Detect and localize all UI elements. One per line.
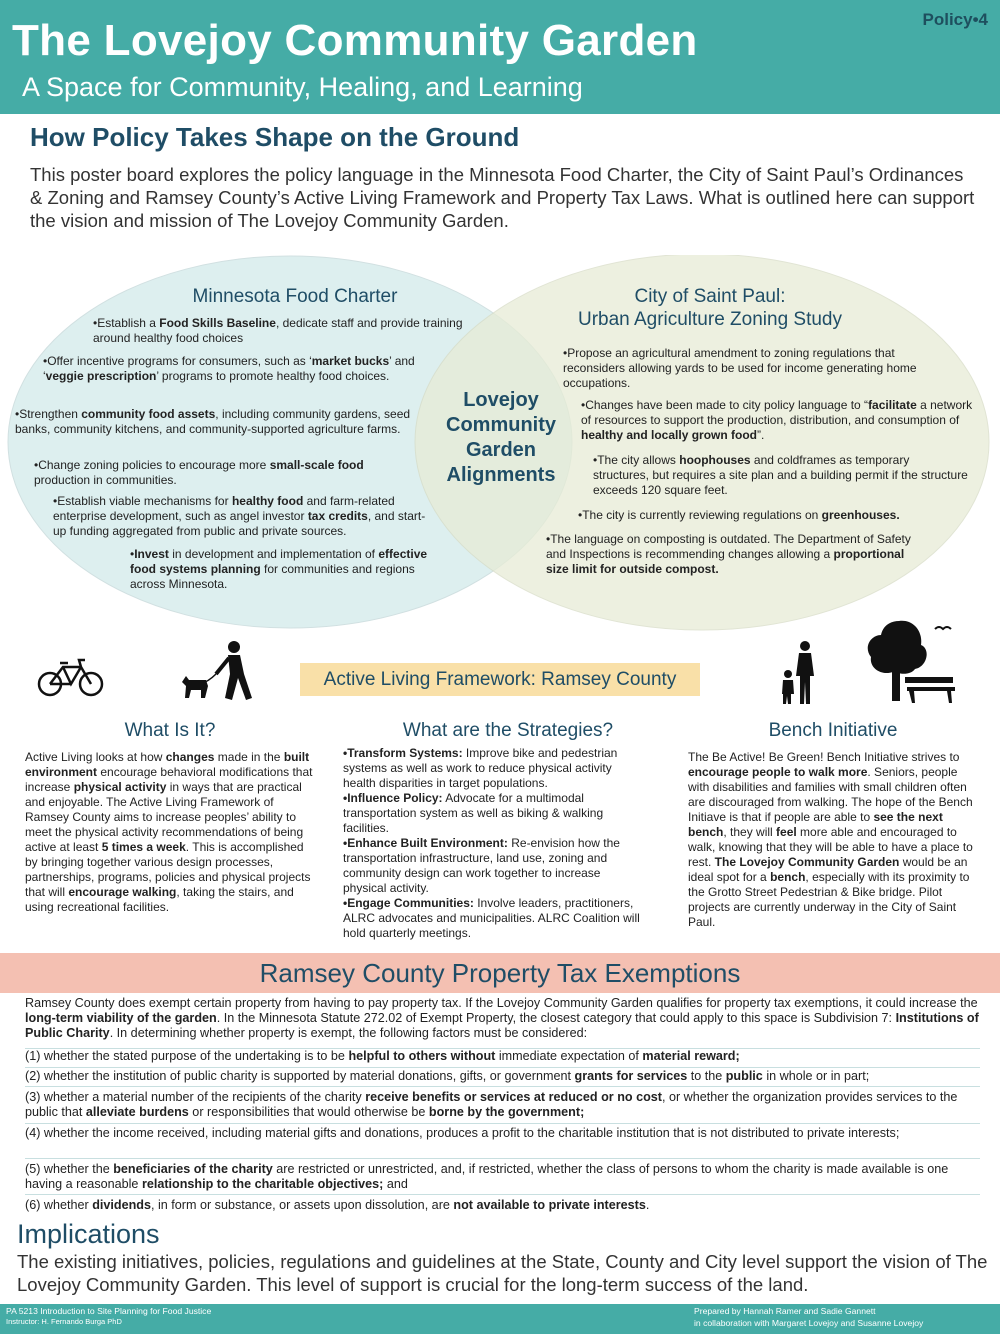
venn-center-label: Lovejoy Community Garden Alignments bbox=[446, 389, 556, 486]
tax-heading: Ramsey County Property Tax Exemptions bbox=[259, 958, 741, 988]
right-item-2: •Changes have been made to city policy l… bbox=[581, 398, 973, 442]
what-is-it-title: What Is It? bbox=[124, 720, 216, 741]
right-item-1: •Propose an agricultural amendment to zo… bbox=[563, 346, 917, 390]
right-item-3: •The city allows hoophouses and coldfram… bbox=[593, 453, 968, 497]
tax-factor-5: (5) whether the beneficiaries of the cha… bbox=[25, 1162, 949, 1191]
family-icon bbox=[782, 641, 814, 704]
right-item-5: •The language on composting is outdated.… bbox=[546, 532, 911, 576]
left-item-2: •Offer incentive programs for consumers,… bbox=[43, 354, 415, 383]
tax-factor-6: (6) whether dividends, in form or substa… bbox=[25, 1198, 650, 1212]
page-title: The Lovejoy Community Garden bbox=[12, 16, 698, 65]
divider bbox=[25, 1123, 980, 1124]
left-item-4: •Change zoning policies to encourage mor… bbox=[34, 458, 364, 487]
footer-collab: in collaboration with Margaret Lovejoy a… bbox=[694, 1318, 924, 1328]
strategy-item: •Enhance Built Environment: Re-envision … bbox=[343, 836, 620, 895]
footer-course: PA 5213 Introduction to Site Planning fo… bbox=[6, 1306, 212, 1316]
tree-bench-icon bbox=[867, 620, 955, 703]
venn-right-title-line1: City of Saint Paul: bbox=[634, 286, 786, 307]
strategies-title: What are the Strategies? bbox=[402, 720, 614, 741]
tax-factor-1: (1) whether the stated purpose of the un… bbox=[25, 1049, 740, 1063]
footer-prepared: Prepared by Hannah Ramer and Sadie Ganne… bbox=[694, 1306, 876, 1316]
intro-paragraph: This poster board explores the policy la… bbox=[30, 164, 975, 231]
dog-walker-icon bbox=[182, 641, 252, 700]
strategy-item: •Transform Systems: Improve bike and ped… bbox=[343, 746, 618, 790]
divider bbox=[25, 1067, 980, 1068]
tax-factor-3: (3) whether a material number of the rec… bbox=[25, 1090, 958, 1119]
tax-intro: Ramsey County does exempt certain proper… bbox=[25, 996, 979, 1040]
venn-right-circle bbox=[414, 255, 990, 631]
bench-initiative-title: Bench Initiative bbox=[768, 720, 898, 741]
footer-bar bbox=[0, 1304, 1000, 1334]
footer-instructor: Instructor: H. Fernando Burga PhD bbox=[6, 1317, 122, 1326]
tax-heading-bar bbox=[0, 953, 1000, 993]
venn-left-title: Minnesota Food Charter bbox=[192, 286, 398, 307]
policy-tag: Policy•4 bbox=[922, 10, 989, 29]
page-subtitle: A Space for Community, Healing, and Lear… bbox=[22, 72, 583, 102]
left-item-3: •Strengthen community food assets, inclu… bbox=[15, 407, 411, 436]
venn-right-title-line2: Urban Agriculture Zoning Study bbox=[577, 309, 843, 330]
divider bbox=[25, 1158, 980, 1159]
divider bbox=[25, 1194, 980, 1195]
section-heading: How Policy Takes Shape on the Ground bbox=[30, 122, 520, 152]
tax-factor-2: (2) whether the institution of public ch… bbox=[25, 1069, 870, 1083]
strategy-item: •Influence Policy: Advocate for a multim… bbox=[343, 791, 604, 835]
right-item-4: •The city is currently reviewing regulat… bbox=[578, 508, 900, 522]
divider bbox=[25, 1048, 980, 1049]
implications-heading: Implications bbox=[17, 1219, 160, 1249]
header-bar bbox=[0, 0, 1000, 114]
left-item-1: •Establish a Food Skills Baseline, dedic… bbox=[93, 316, 463, 345]
bicycle-icon bbox=[37, 658, 104, 697]
bench-initiative-text: The Be Active! Be Green! Bench Initiativ… bbox=[688, 750, 973, 929]
venn-right-title: City of Saint Paul: Urban Agriculture Zo… bbox=[540, 285, 880, 331]
divider bbox=[25, 1086, 980, 1087]
what-is-it-text: Active Living looks at how changes made … bbox=[25, 750, 313, 914]
left-item-6: •Invest in development and implementatio… bbox=[130, 547, 428, 591]
strategies-list: •Transform Systems: Improve bike and ped… bbox=[343, 746, 643, 941]
venn-diagram bbox=[7, 255, 990, 631]
tax-factor-4: (4) whether the income received, includi… bbox=[25, 1126, 900, 1140]
active-living-label: Active Living Framework: Ramsey County bbox=[300, 663, 700, 696]
implications-text: The existing initiatives, policies, regu… bbox=[17, 1251, 988, 1295]
left-item-5: •Establish viable mechanisms for healthy… bbox=[53, 494, 426, 538]
strategy-item: •Engage Communities: Involve leaders, pr… bbox=[343, 896, 640, 940]
